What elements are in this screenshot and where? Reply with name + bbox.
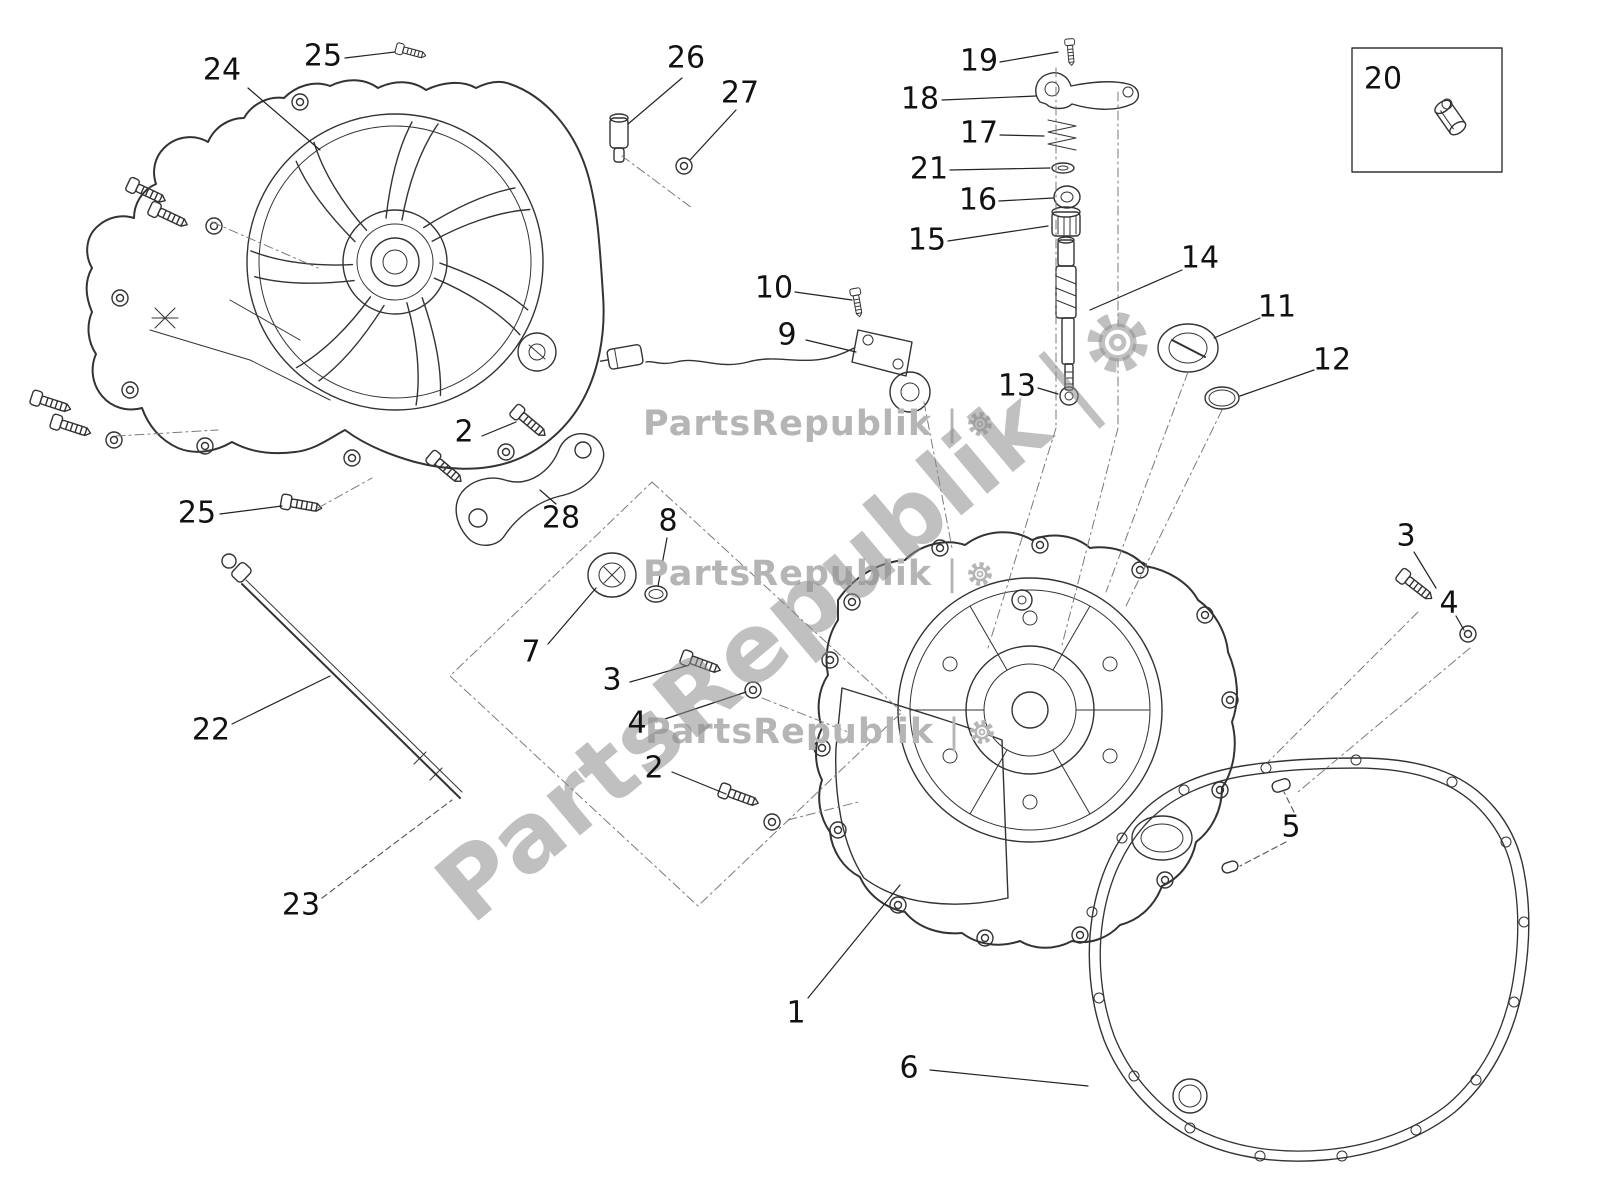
clutch-cover-drawing	[813, 531, 1239, 949]
washer-2-mid	[763, 813, 781, 831]
oring-12	[1204, 386, 1240, 410]
bracket-28	[455, 433, 605, 546]
screw-25-top	[394, 41, 428, 62]
leader-lines	[219, 51, 1465, 1087]
sensor-9	[599, 287, 931, 413]
oil-cap-11	[1157, 323, 1219, 373]
bolt-3-right	[1394, 566, 1437, 606]
washer-4-mid	[744, 681, 762, 699]
oring-8	[644, 585, 668, 603]
bolt-3-mid	[678, 648, 724, 679]
gasket-6	[1086, 754, 1530, 1162]
construction-lines	[115, 67, 1471, 907]
bolt-2-mid	[716, 781, 762, 812]
spacer-26	[609, 113, 629, 163]
dipstick-22	[221, 553, 463, 799]
alternator-cover-drawing	[85, 79, 605, 470]
dowel-pins-5	[1221, 778, 1291, 874]
plug-7	[587, 552, 637, 598]
part-20-box	[1351, 47, 1503, 173]
bolt-25-left	[279, 493, 324, 517]
clutch-actuator-parts	[1035, 37, 1139, 406]
